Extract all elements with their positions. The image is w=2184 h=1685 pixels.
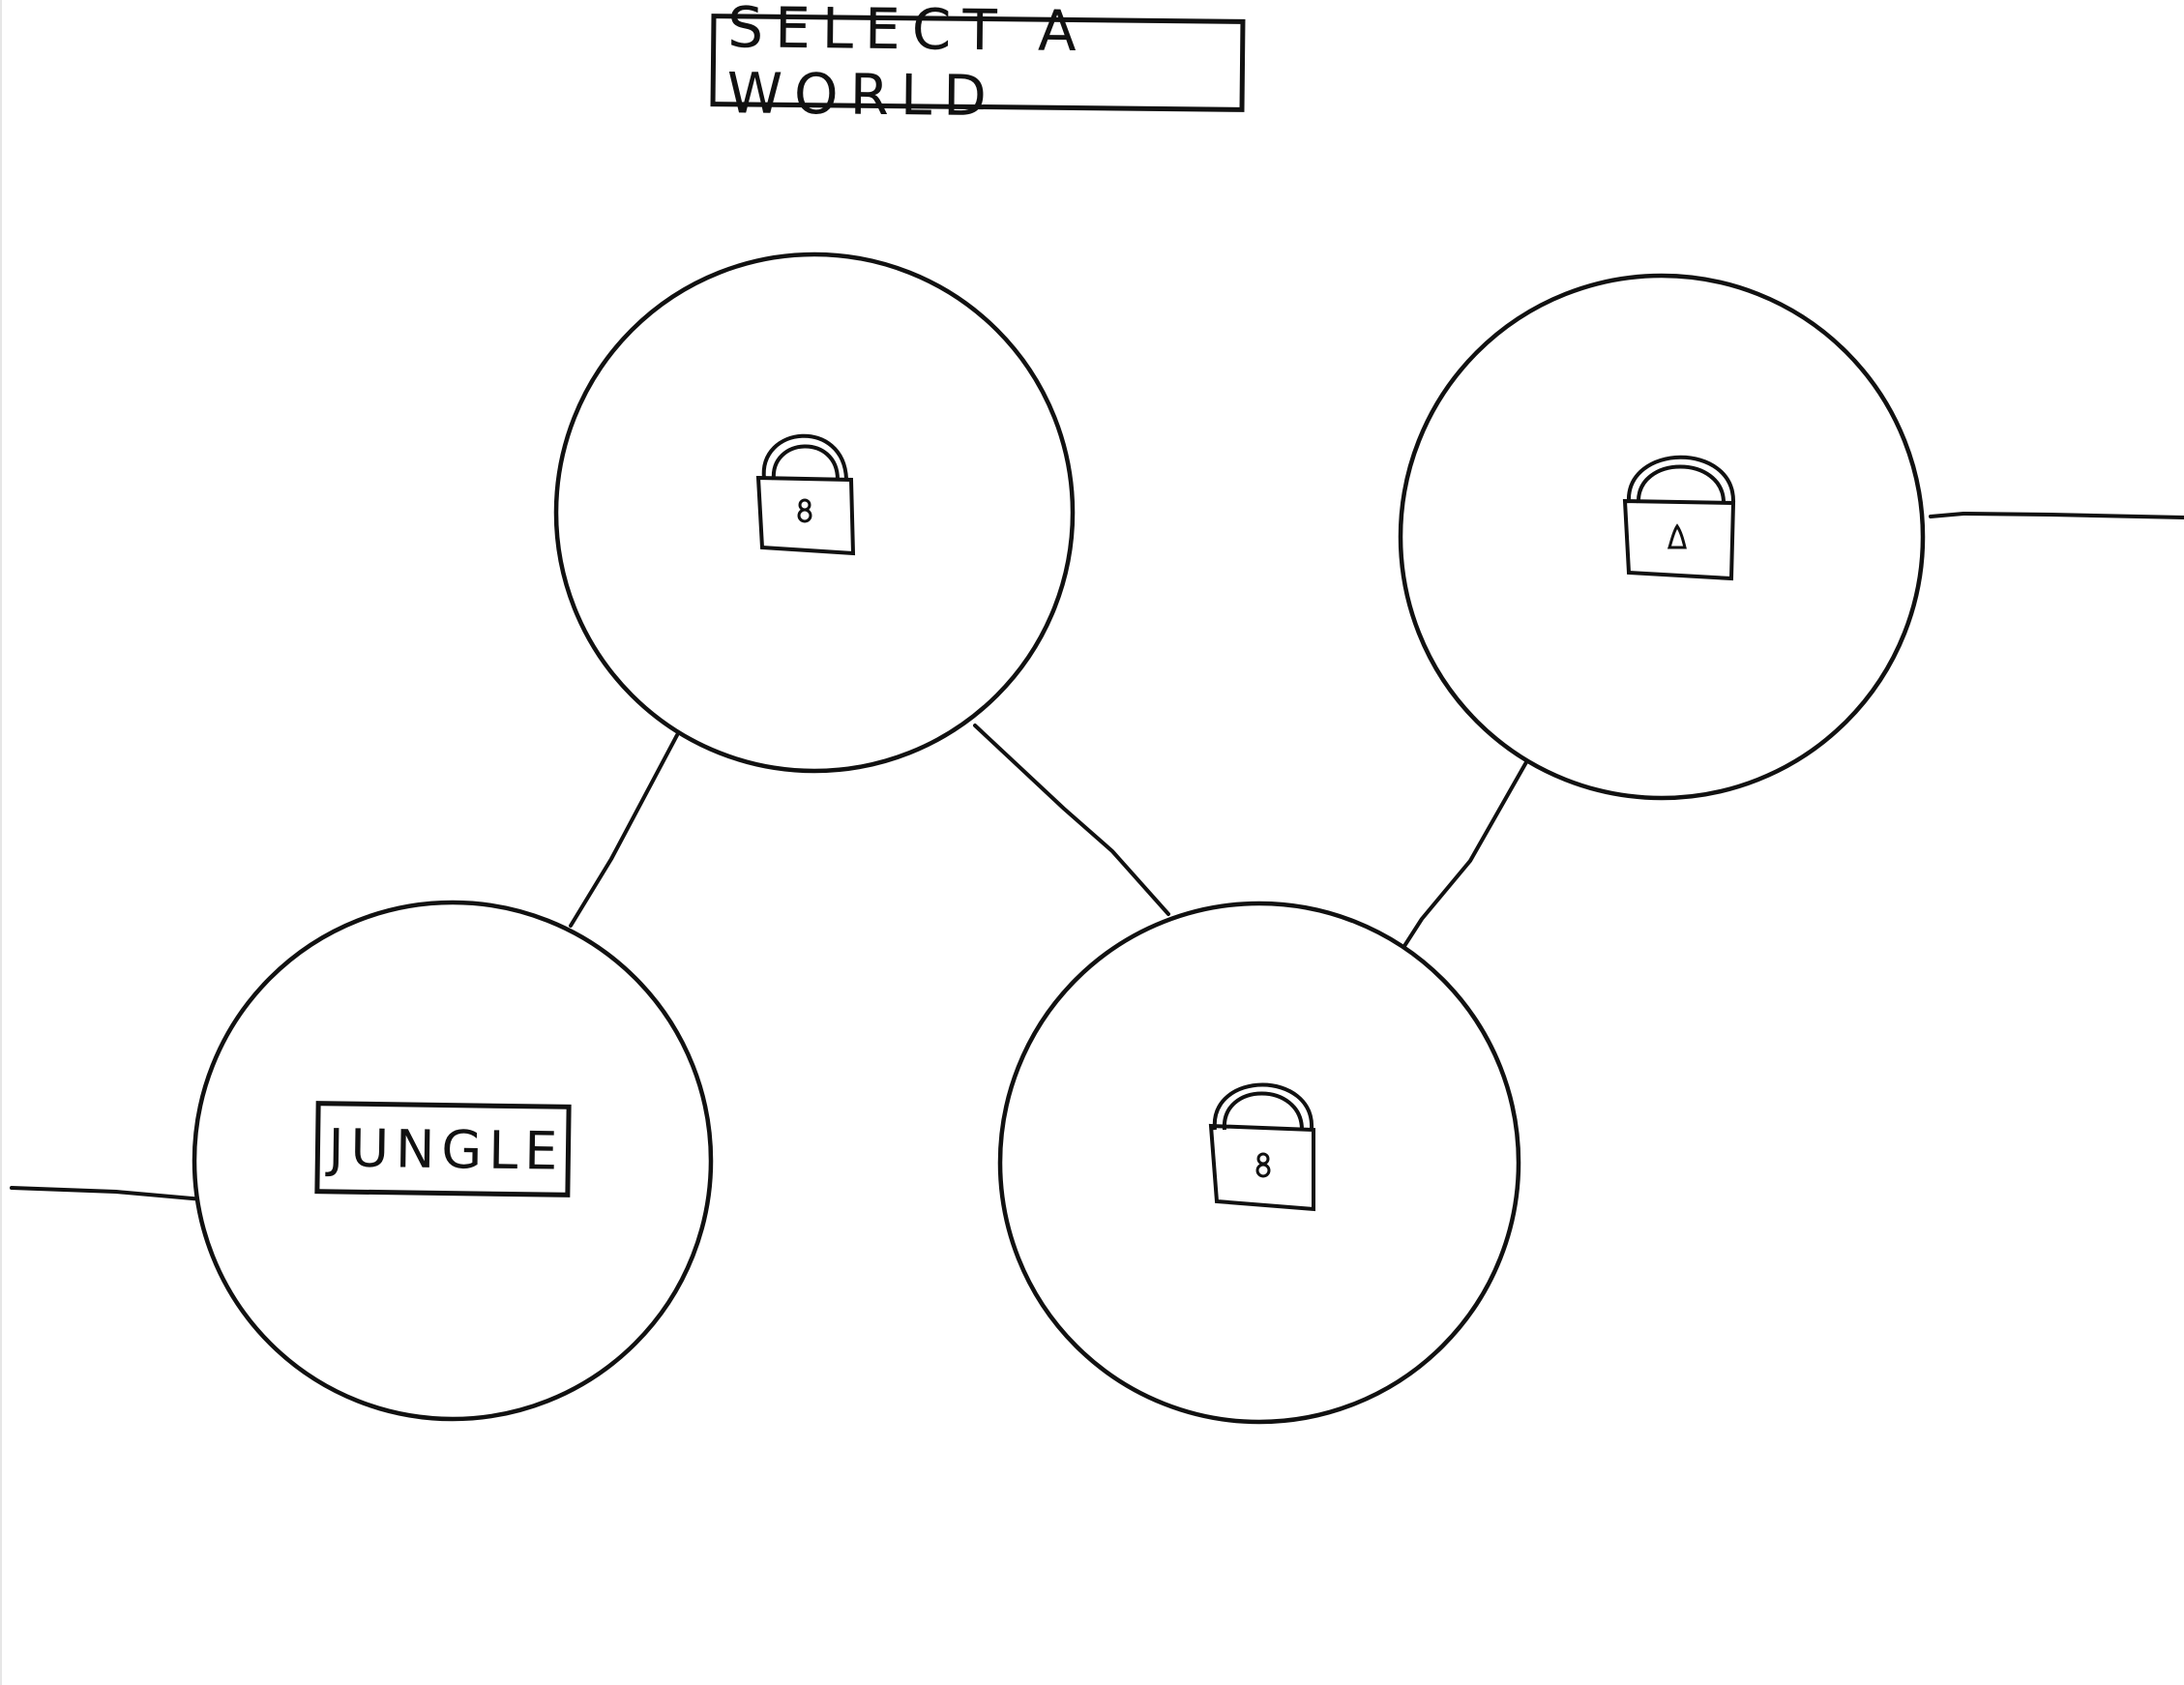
path-top-to-bottom: [973, 724, 1170, 916]
path-offscreen-left: [10, 1186, 205, 1201]
path-jungle-to-top: [569, 733, 679, 928]
world-node-bottom-middle[interactable]: [997, 901, 1521, 1425]
padlock-icon: [1622, 455, 1736, 581]
page-edge: [0, 0, 2, 1685]
path-topright-offscreen: [1929, 512, 2184, 519]
world-label-box-jungle[interactable]: JUNGLE: [314, 1101, 572, 1197]
padlock-icon: [755, 433, 856, 556]
world-label-jungle: JUNGLE: [328, 1116, 565, 1182]
padlock-icon: [1208, 1082, 1315, 1212]
path-bottom-to-topright: [1402, 760, 1528, 948]
world-node-top[interactable]: [553, 251, 1076, 774]
world-node-top-right[interactable]: [1398, 273, 1926, 801]
